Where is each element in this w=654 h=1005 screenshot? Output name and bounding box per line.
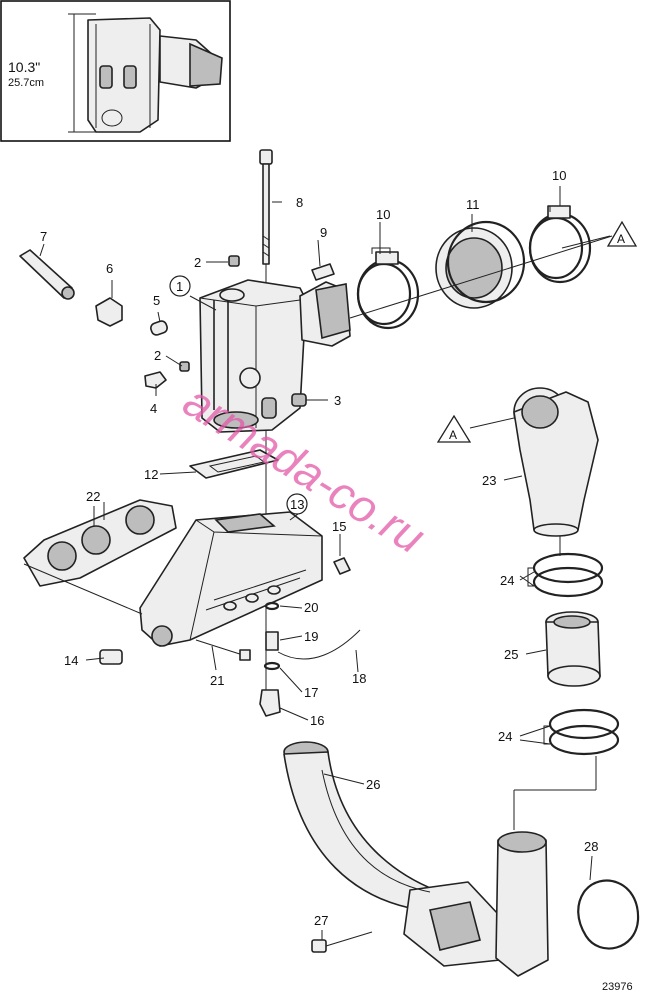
callout-10-left: 10 [376,207,390,222]
callout-25: 25 [504,647,518,662]
clamp-24-lower [548,708,620,756]
callout-23: 23 [482,473,496,488]
callout-24-lower: 24 [498,729,512,744]
fitting-14 [99,649,123,665]
dimension-inset: 10.3" 25.7cm [0,0,231,142]
callout-24-upper: 24 [500,573,514,588]
drain-plug-16 [259,689,281,717]
callout-10-right: 10 [552,168,566,183]
callout-15: 15 [332,519,346,534]
nut-3 [291,393,307,407]
bolt-21 [239,649,251,661]
exhaust-manifold [139,511,323,647]
manifold-gasket-22 [23,499,177,587]
fitting-6 [95,297,123,327]
sensor-19 [265,631,279,651]
sensor-9 [311,263,335,281]
callout-3: 3 [334,393,341,408]
gasket-12 [189,449,279,479]
callout-4: 4 [150,401,157,416]
callout-2-upper: 2 [194,255,201,270]
callout-9: 9 [320,225,327,240]
sleeve-5 [150,320,168,336]
callout-12: 12 [144,467,158,482]
bolt-27 [311,931,373,953]
figure-number: 23976 [602,981,633,993]
wire-18 [277,629,361,660]
callout-22: 22 [86,489,100,504]
callout-27: 27 [314,913,328,928]
inset-height-imperial: 10.3" [8,59,40,75]
clamp-10-right [528,205,592,284]
callout-11: 11 [466,197,480,212]
callout-5: 5 [153,293,160,308]
callout-19: 19 [304,629,318,644]
reference-triangle-a-left: A [436,414,472,443]
riser-small-parts [19,249,335,407]
callout-labels: 1 2 2 3 4 5 6 7 8 9 10 11 10 12 13 14 15… [40,168,598,928]
callout-20: 20 [304,600,318,615]
reference-a-left-label: A [449,428,457,442]
manifold-small-parts [99,557,361,717]
callout-18: 18 [352,671,366,686]
callout-13: 13 [290,497,304,512]
callout-7: 7 [40,229,47,244]
callout-2-lower: 2 [154,348,161,363]
o-ring-17 [263,661,281,671]
callout-1: 1 [176,279,183,294]
clamp-24-upper [532,552,604,598]
callout-17: 17 [304,685,318,700]
callout-16: 16 [310,713,324,728]
washer-20 [264,601,280,611]
plug-15 [333,557,351,575]
fitting-4 [144,371,167,389]
plug-2a [228,255,240,267]
gasket-28 [577,879,640,950]
exhaust-riser [199,279,351,433]
callout-26: 26 [366,777,380,792]
leader-lines [39,186,611,940]
callout-6: 6 [106,261,113,276]
callout-28: 28 [584,839,598,854]
callout-14: 14 [64,653,78,668]
plug-2b [179,361,190,372]
inset-height-metric: 25.7cm [8,77,44,89]
reference-triangle-a-right: A [606,220,638,247]
callout-8: 8 [296,195,303,210]
sleeve-25 [545,611,601,687]
exhaust-elbow-23 [513,387,599,537]
reference-a-right-label: A [617,232,625,246]
clamp-10-left [356,251,420,330]
exhaust-pipe-26 [283,741,549,977]
exhaust-sleeve-11 [435,220,526,309]
callout-21: 21 [210,673,224,688]
